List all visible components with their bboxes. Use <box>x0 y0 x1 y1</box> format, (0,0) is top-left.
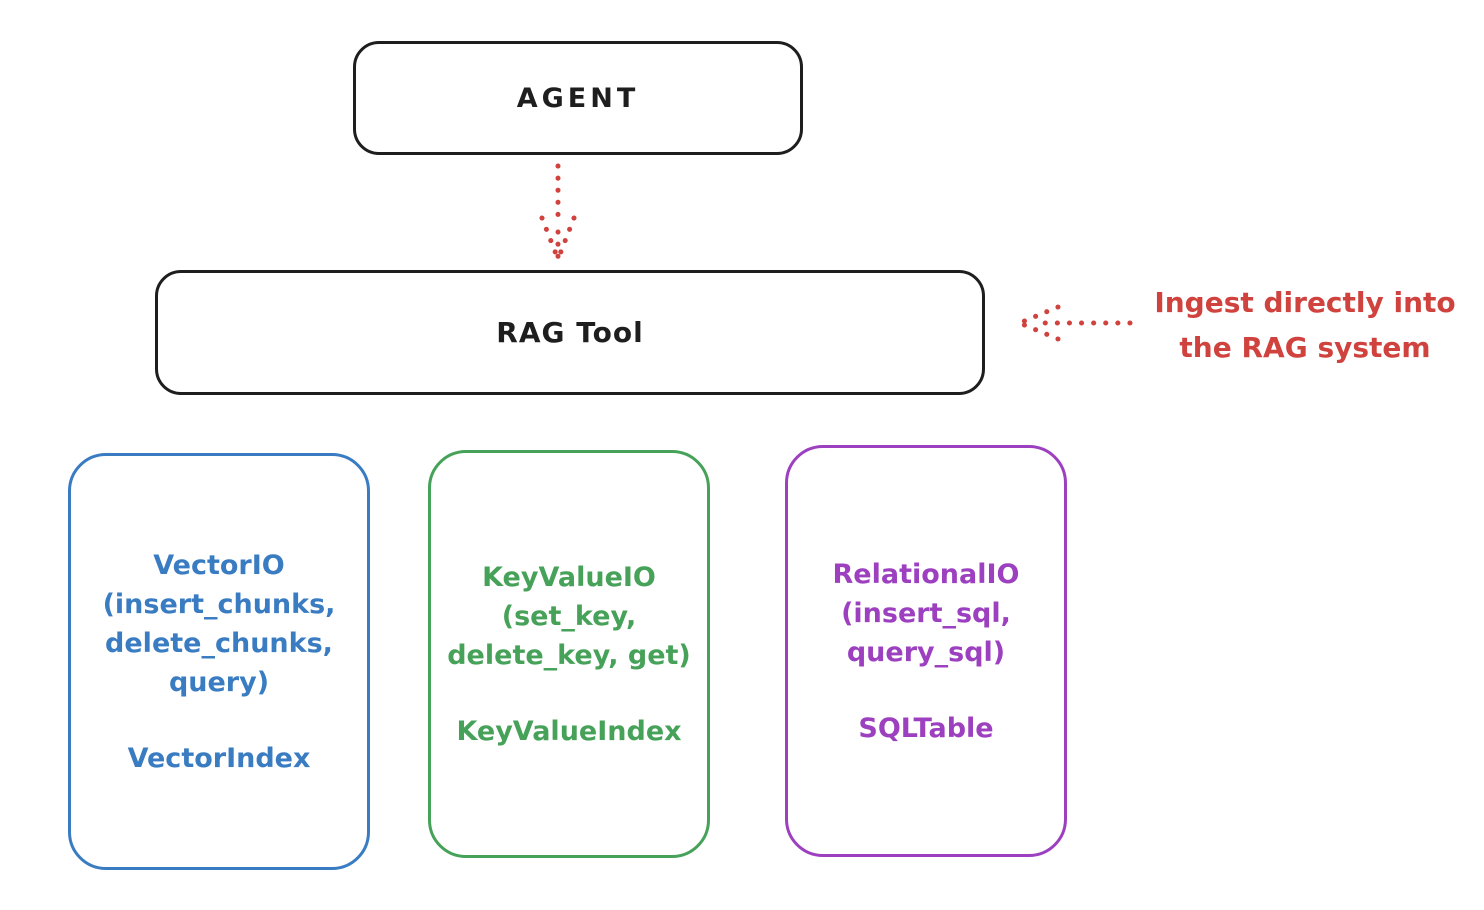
rag-tool-node: RAG Tool <box>155 270 985 395</box>
relational-io-node: RelationalIO (insert_sql, query_sql) SQL… <box>785 445 1067 857</box>
rag-tool-label: RAG Tool <box>496 316 644 349</box>
agent-label: AGENT <box>516 82 640 114</box>
vector-io-node: VectorIO (insert_chunks, delete_chunks, … <box>68 453 370 870</box>
keyvalue-io-node: KeyValueIO (set_key, delete_key, get) Ke… <box>428 450 710 858</box>
agent-node: AGENT <box>353 41 803 155</box>
relational-io-methods: RelationalIO (insert_sql, query_sql) <box>832 558 1020 668</box>
agent-to-rag-arrow-icon <box>539 163 577 261</box>
keyvalue-io-methods: KeyValueIO (set_key, delete_key, get) <box>447 561 691 671</box>
sql-table-label: SQLTable <box>858 712 994 744</box>
keyvalue-index-label: KeyValueIndex <box>456 715 682 747</box>
vector-index-label: VectorIndex <box>127 742 311 774</box>
vector-io-methods: VectorIO (insert_chunks, delete_chunks, … <box>102 549 336 698</box>
ingest-annotation: Ingest directly into the RAG system <box>1154 286 1456 364</box>
ingest-arrow-icon <box>1019 304 1133 342</box>
